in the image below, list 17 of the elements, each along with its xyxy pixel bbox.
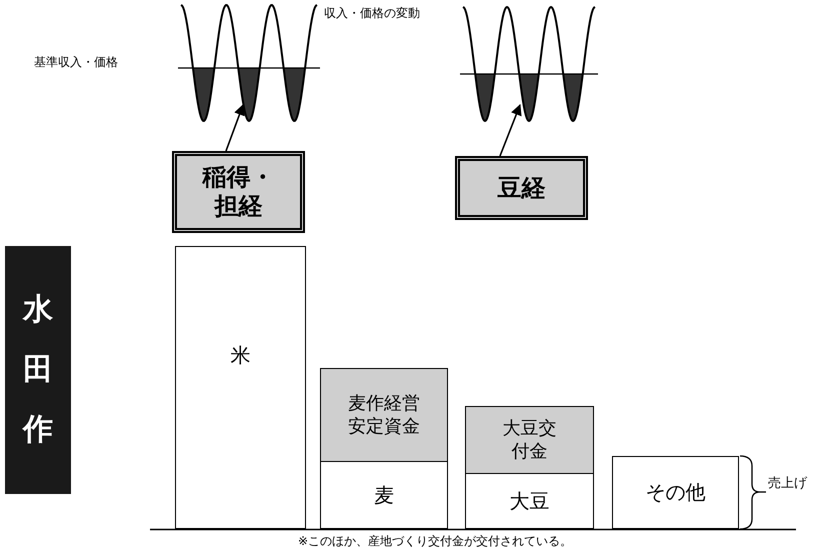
program-box: 豆経 bbox=[455, 156, 588, 220]
crop-bar: 麦 bbox=[320, 461, 448, 529]
crop-bar: 米 bbox=[175, 246, 306, 529]
crop-bar: 大豆 bbox=[465, 473, 594, 529]
subsidy-bar: 麦作経営安定資金 bbox=[320, 368, 448, 462]
axis-caption: 収入・価格の変動 bbox=[324, 5, 420, 22]
wave-drawing bbox=[460, 4, 598, 124]
footnote: ※このほか、産地づくり交付金が交付されている。 bbox=[298, 535, 572, 548]
wave-drawing bbox=[178, 2, 320, 124]
arrow bbox=[225, 104, 245, 152]
crop-bar: その他 bbox=[612, 456, 739, 529]
subsidy-bar: 大豆交付金 bbox=[465, 406, 594, 474]
reference-line-label: 基準収入・価格 bbox=[34, 54, 118, 71]
bracket-label: 売上げ bbox=[768, 475, 807, 492]
category-box: 水田作 bbox=[5, 246, 71, 494]
program-box: 稲得・担経 bbox=[172, 151, 305, 233]
arrow bbox=[499, 104, 522, 156]
